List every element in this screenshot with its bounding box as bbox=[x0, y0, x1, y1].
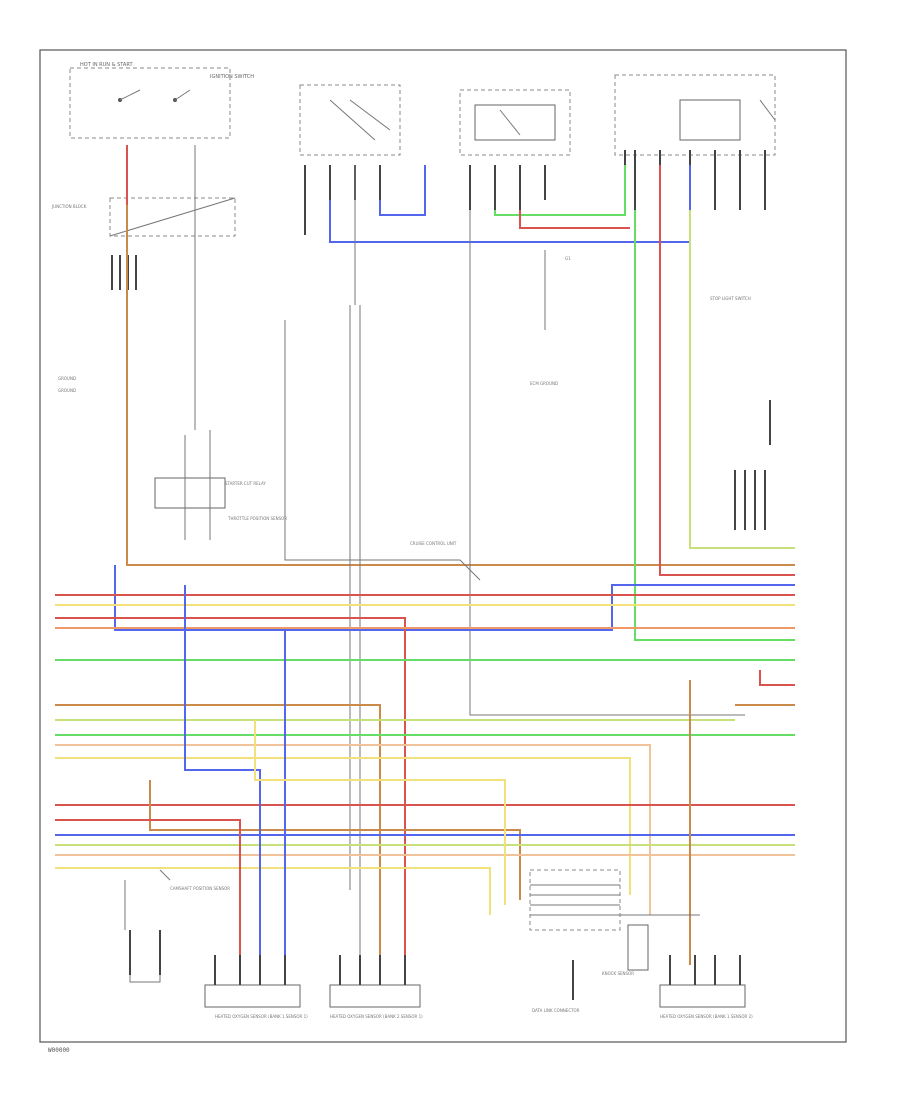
svg-text:STOP LIGHT SWITCH: STOP LIGHT SWITCH bbox=[710, 296, 751, 301]
diagram-frame bbox=[39, 49, 847, 1043]
top-connector-stubs bbox=[304, 150, 766, 235]
relay-block-3 bbox=[614, 74, 776, 156]
footer-code: W00000 bbox=[48, 1047, 70, 1054]
svg-text:HOT IN RUN & START: HOT IN RUN & START bbox=[80, 62, 133, 68]
svg-text:JUNCTION BLOCK: JUNCTION BLOCK bbox=[51, 204, 87, 209]
ignition-switch-block: HOT IN RUN & START IGNITION SWITCH bbox=[69, 62, 254, 139]
svg-text:IGNITION SWITCH: IGNITION SWITCH bbox=[210, 74, 254, 80]
starter-cut-relay: STARTER CUT RELAY bbox=[154, 477, 266, 509]
o2-sensor-1: HEATED OXYGEN SENSOR (BANK 1 SENSOR 1) bbox=[204, 955, 308, 1019]
upper-wires bbox=[126, 145, 795, 960]
svg-text:HEATED OXYGEN SENSOR (BANK 1 S: HEATED OXYGEN SENSOR (BANK 1 SENSOR 1) bbox=[215, 1014, 308, 1019]
o2-sensor-3: HEATED OXYGEN SENSOR (BANK 1 SENSOR 2) bbox=[659, 955, 753, 1019]
knock-sensor: KNOCK SENSOR bbox=[602, 924, 649, 976]
svg-text:THROTTLE POSITION SENSOR: THROTTLE POSITION SENSOR bbox=[227, 516, 287, 521]
svg-text:KNOCK SENSOR: KNOCK SENSOR bbox=[602, 971, 634, 976]
svg-text:GROUND: GROUND bbox=[58, 376, 76, 381]
data-link-connector: DATA LINK CONNECTOR bbox=[529, 869, 700, 1013]
svg-text:ECM GROUND: ECM GROUND bbox=[530, 381, 558, 386]
relay-block-2 bbox=[459, 89, 571, 156]
svg-text:G1: G1 bbox=[565, 256, 571, 261]
svg-text:CAMSHAFT POSITION SENSOR: CAMSHAFT POSITION SENSOR bbox=[170, 886, 230, 891]
fuse-box: JUNCTION BLOCK bbox=[51, 197, 236, 237]
left-connector-stubs bbox=[111, 255, 137, 290]
svg-text:STARTER CUT RELAY: STARTER CUT RELAY bbox=[225, 481, 266, 486]
svg-text:HEATED OXYGEN SENSOR (BANK 1 S: HEATED OXYGEN SENSOR (BANK 1 SENSOR 2) bbox=[660, 1014, 753, 1019]
relay-block-1 bbox=[299, 84, 401, 156]
svg-text:DATA LINK CONNECTOR: DATA LINK CONNECTOR bbox=[532, 1008, 580, 1013]
cam-sensor-block: CAMSHAFT POSITION SENSOR bbox=[124, 869, 230, 983]
svg-text:CRUISE CONTROL UNIT: CRUISE CONTROL UNIT bbox=[410, 541, 457, 546]
svg-text:HEATED OXYGEN SENSOR (BANK 2 S: HEATED OXYGEN SENSOR (BANK 2 SENSOR 1) bbox=[330, 1014, 423, 1019]
right-connector-stubs bbox=[734, 400, 771, 530]
bus-wires bbox=[55, 565, 795, 965]
o2-sensor-2: HEATED OXYGEN SENSOR (BANK 2 SENSOR 1) bbox=[329, 955, 423, 1019]
svg-text:GROUND: GROUND bbox=[58, 388, 76, 393]
